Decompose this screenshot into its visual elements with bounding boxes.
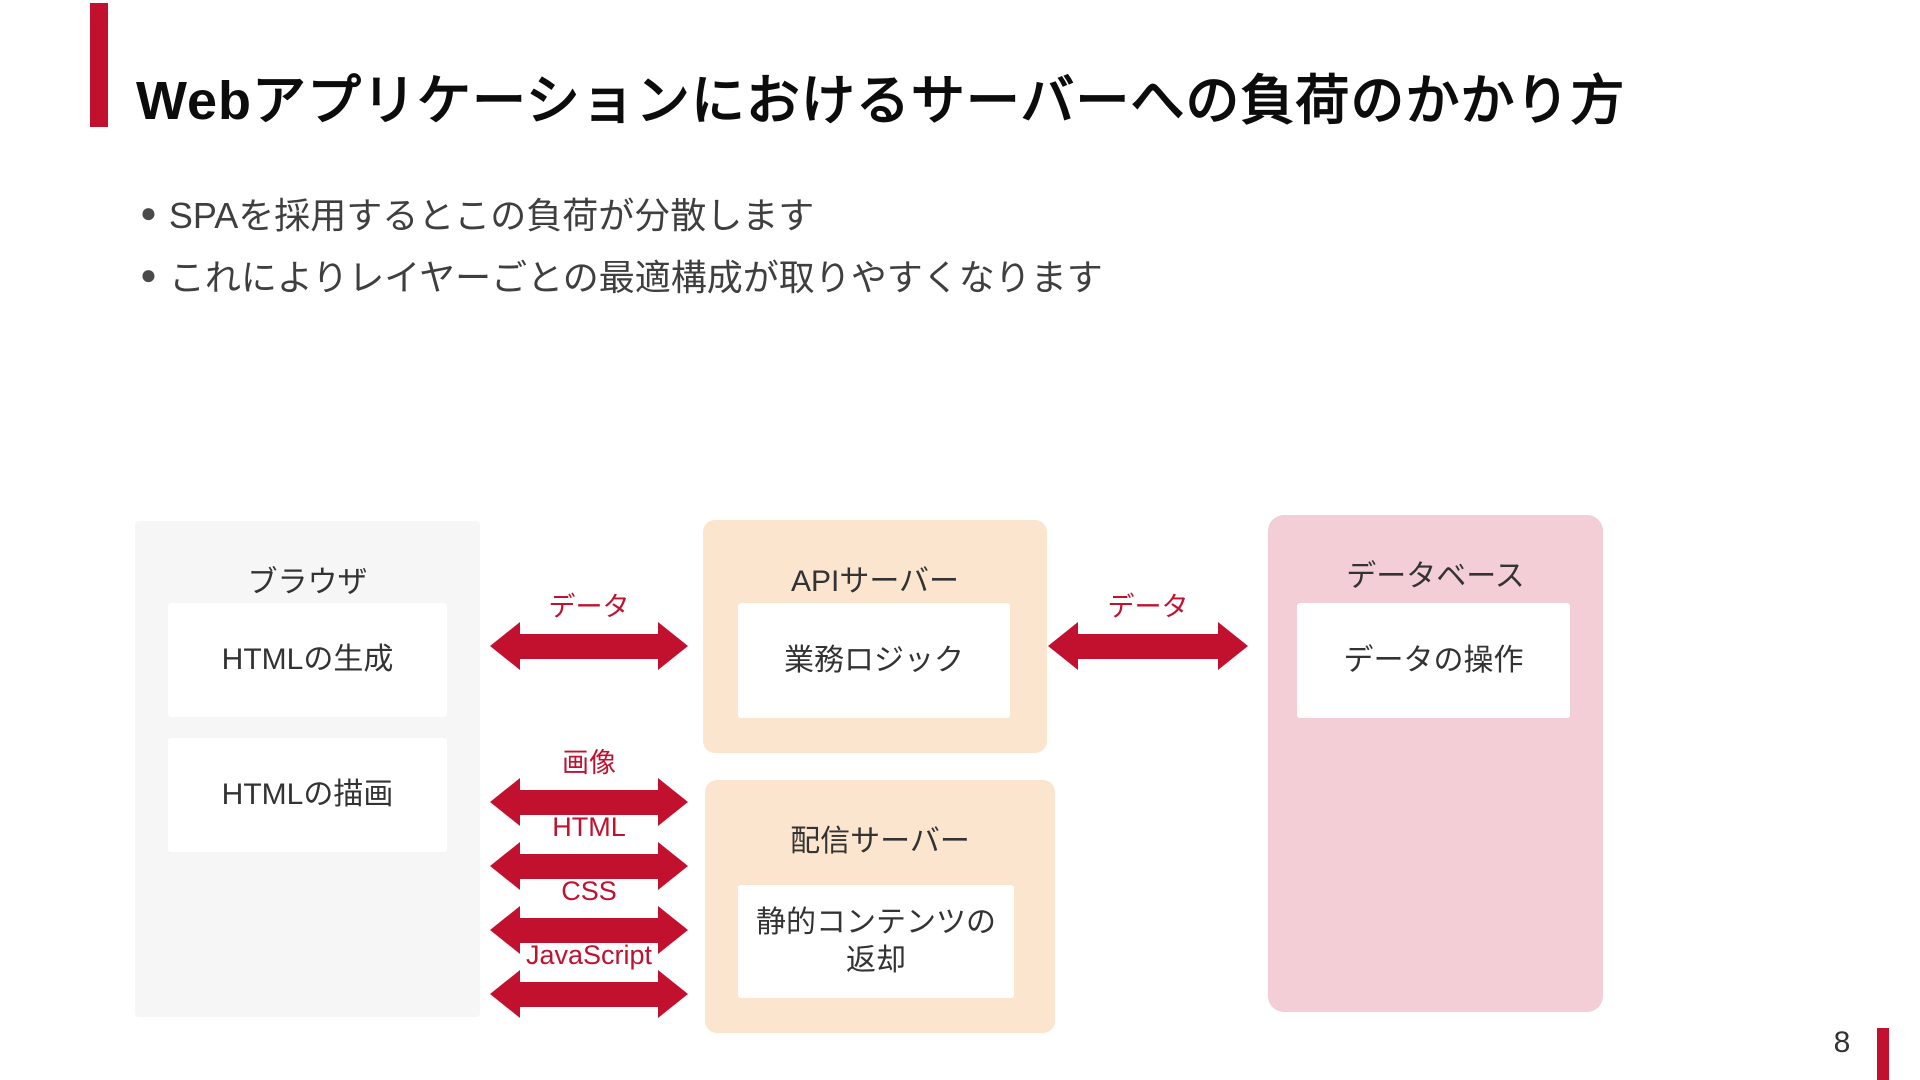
bullet-item: ● これによりレイヤーごとの最適構成が取りやすくなります: [140, 252, 1540, 298]
arrowhead-left-icon: [1048, 622, 1078, 670]
bullet-list: ● SPAを採用するとこの負荷が分散します ● これによりレイヤーごとの最適構成…: [140, 190, 1540, 314]
arrow-shaft: [520, 917, 658, 943]
arrow-shaft: [520, 789, 658, 815]
arrow-label-html: HTML: [552, 812, 626, 842]
database-panel: データベース データの操作: [1268, 515, 1603, 1012]
database-card-data-operation: データの操作: [1297, 603, 1570, 718]
arrow-label-image: 画像: [562, 748, 616, 778]
arrowhead-right-icon: [658, 906, 688, 954]
api-card-business-logic: 業務ロジック: [738, 603, 1010, 718]
arrowhead-left-icon: [490, 970, 520, 1018]
arrow-group-browser-delivery-css: CSS: [490, 876, 688, 954]
arrowhead-right-icon: [658, 970, 688, 1018]
bullet-text: SPAを採用するとこの負荷が分散します: [168, 195, 815, 236]
arrow-group-browser-delivery-javascript: JavaScript: [490, 940, 688, 1018]
api-server-panel-title: APIサーバー: [790, 565, 960, 598]
delivery-card-static-content: 静的コンテンツの返却: [738, 885, 1014, 998]
api-server-panel: APIサーバー 業務ロジック: [703, 520, 1047, 753]
delivery-server-panel: 配信サーバー 静的コンテンツの返却: [705, 780, 1055, 1033]
browser-card-html-generation: HTMLの生成: [168, 603, 447, 717]
arrow-group-browser-delivery-html: HTML: [490, 812, 688, 890]
arrow-shaft: [520, 981, 658, 1007]
double-arrow-icon: [490, 970, 688, 1018]
bullet-item: ● SPAを採用するとこの負荷が分散します: [140, 190, 1540, 236]
arrow-group-browser-delivery-image: 画像: [490, 748, 688, 826]
arrow-label-css: CSS: [561, 876, 617, 906]
browser-card-html-rendering: HTMLの描画: [168, 738, 447, 852]
footer-accent-bar: [1877, 1028, 1889, 1080]
title-accent-bar: [90, 3, 108, 127]
double-arrow-icon: [1048, 622, 1248, 670]
double-arrow-icon: [490, 622, 688, 670]
database-panel-title: データベース: [1346, 560, 1525, 593]
arrow-group-api-database: データ: [1048, 592, 1248, 670]
bullet-text: これによりレイヤーごとの最適構成が取りやすくなります: [168, 257, 1103, 298]
double-arrow-icon: [490, 778, 688, 826]
arrow-shaft: [1078, 633, 1218, 659]
arrowhead-left-icon: [490, 622, 520, 670]
double-arrow-icon: [490, 906, 688, 954]
arrow-group-browser-api: データ: [490, 592, 688, 670]
arrow-shaft: [520, 853, 658, 879]
arrowhead-right-icon: [658, 622, 688, 670]
arrowhead-left-icon: [490, 842, 520, 890]
double-arrow-icon: [490, 842, 688, 890]
page-title: Webアプリケーションにおけるサーバーへの負荷のかかり方: [136, 71, 1626, 131]
arrowhead-left-icon: [490, 906, 520, 954]
arrowhead-right-icon: [658, 842, 688, 890]
arrow-label-javascript: JavaScript: [525, 940, 653, 970]
arrow-label-data: データ: [1107, 592, 1189, 622]
bullet-icon: ●: [140, 197, 157, 228]
browser-panel: ブラウザ HTMLの生成 HTMLの描画: [135, 521, 480, 1017]
arrowhead-right-icon: [1218, 622, 1248, 670]
arrowhead-right-icon: [658, 778, 688, 826]
bullet-icon: ●: [140, 259, 157, 290]
browser-panel-title: ブラウザ: [247, 566, 368, 599]
arrow-shaft: [520, 633, 658, 659]
arrowhead-left-icon: [490, 778, 520, 826]
page-number: 8: [1833, 1026, 1851, 1059]
arrow-label-data: データ: [548, 592, 630, 622]
delivery-server-panel-title: 配信サーバー: [790, 825, 970, 858]
